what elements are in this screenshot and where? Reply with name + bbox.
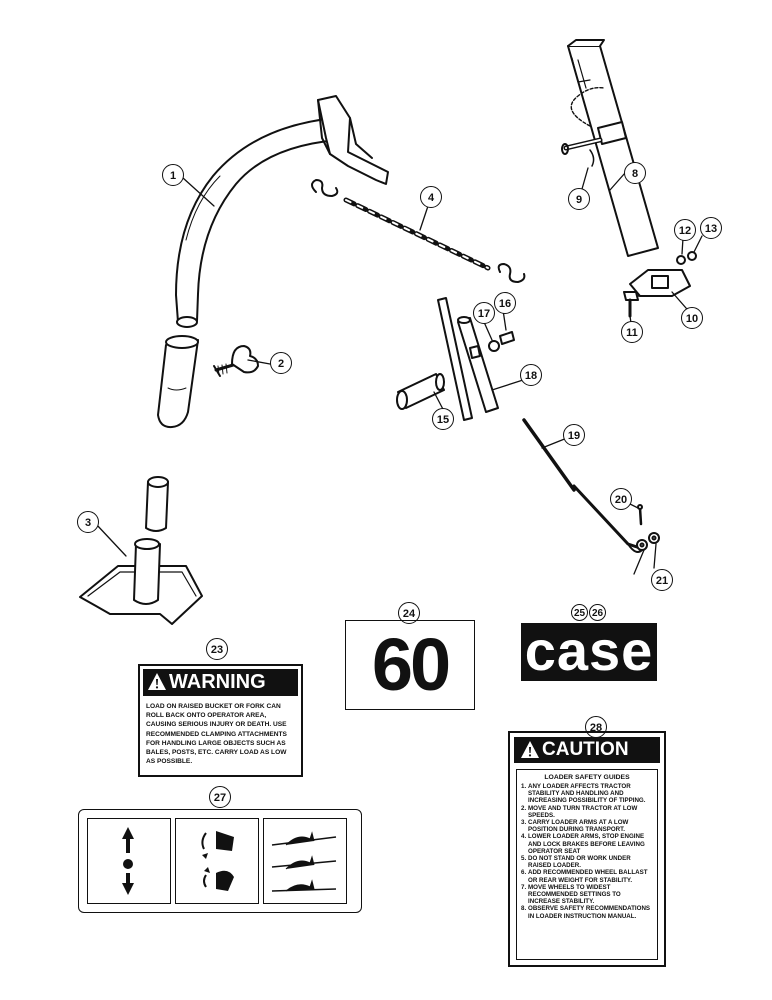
- caution-item: 7.MOVE WHEELS TO WIDEST RECOMMENDED SETT…: [521, 884, 653, 906]
- callout-10: 10: [681, 307, 703, 329]
- wing-bolt: [213, 345, 259, 377]
- cotter-pin: [637, 504, 643, 526]
- callout-21: 21: [651, 569, 673, 591]
- case-logo-decal: case: [521, 619, 657, 682]
- curved-support-tube: [175, 95, 389, 328]
- bracket-clamp: [627, 269, 691, 297]
- callout-20: 20: [610, 488, 632, 510]
- model-number-text: 60: [371, 623, 451, 706]
- callout-9: 9: [568, 188, 590, 210]
- callout-26: 26: [589, 604, 606, 621]
- caution-item: 8.OBSERVE SAFETY RECOMMENDATIONS IN LOAD…: [521, 905, 653, 919]
- upright-post: [567, 39, 659, 257]
- caution-item: 6.ADD RECOMMENDED WHEEL BALLAST OR REAR …: [521, 869, 653, 883]
- control-pictogram-decal: [78, 809, 362, 913]
- caution-list: 1.ANY LOADER AFFECTS TRACTOR STABILITY A…: [521, 783, 653, 920]
- nut-and-washer-mid: [488, 331, 515, 352]
- pictogram-raise-lower: [87, 818, 171, 904]
- callout-2: 2: [270, 352, 292, 374]
- up-down-arrows-icon: [122, 827, 134, 895]
- callout-13: 13: [700, 217, 722, 239]
- caution-item-number: 7.: [521, 883, 527, 891]
- warning-decal: WARNING LOAD ON RAISED BUCKET OR FORK CA…: [138, 664, 303, 777]
- caution-item-text: LOWER LOADER ARMS, STOP ENGINE AND LOCK …: [528, 833, 645, 855]
- caution-item-number: 5.: [521, 855, 527, 863]
- nut-and-washer-upper: [676, 251, 697, 265]
- caution-item: 5.DO NOT STAND OR WORK UNDER RAISED LOAD…: [521, 855, 653, 869]
- callout-24: 24: [398, 602, 420, 624]
- case-logo-text: case: [524, 619, 654, 682]
- caution-title: LOADER SAFETY GUIDES: [544, 774, 630, 781]
- callout-11: 11: [621, 321, 643, 343]
- caution-body: LOADER SAFETY GUIDES 1.ANY LOADER AFFECT…: [516, 769, 658, 960]
- hex-bolt: [623, 291, 639, 318]
- warning-header: WARNING: [143, 669, 298, 696]
- caution-item-text: ANY LOADER AFFECTS TRACTOR STABILITY AND…: [528, 783, 646, 805]
- callout-4: 4: [420, 186, 442, 208]
- caution-item-number: 3.: [521, 819, 527, 827]
- caution-item-number: 8.: [521, 905, 527, 913]
- adjusting-rod: [437, 297, 499, 421]
- callout-25: 25: [571, 604, 588, 621]
- caution-item-text: OBSERVE SAFETY RECOMMENDATIONS IN LOADER…: [528, 905, 651, 920]
- caution-item-number: 6.: [521, 869, 527, 877]
- caution-item: 2.MOVE AND TURN TRACTOR AT LOW SPEEDS.: [521, 805, 653, 819]
- caution-item-text: ADD RECOMMENDED WHEEL BALLAST OR REAR WE…: [528, 869, 648, 884]
- caution-item-text: DO NOT STAND OR WORK UNDER RAISED LOADER…: [528, 855, 631, 870]
- chain-with-s-hooks: [311, 179, 526, 283]
- pictogram-bucket-positions: [263, 818, 347, 904]
- warning-text: LOAD ON RAISED BUCKET OR FORK CAN ROLL B…: [146, 703, 287, 766]
- warning-header-text: WARNING: [169, 671, 266, 693]
- callout-23: 23: [206, 638, 228, 660]
- pictogram-bucket-tilt: [175, 818, 259, 904]
- caution-item-number: 4.: [521, 833, 527, 841]
- caution-item: 4.LOWER LOADER ARMS, STOP ENGINE AND LOC…: [521, 833, 653, 855]
- caution-decal: CAUTION LOADER SAFETY GUIDES 1.ANY LOADE…: [508, 731, 666, 967]
- callout-12: 12: [674, 219, 696, 241]
- callout-1: 1: [162, 164, 184, 186]
- callout-27: 27: [209, 786, 231, 808]
- caution-item-number: 1.: [521, 783, 527, 790]
- lower-support-tube: [157, 335, 199, 429]
- caution-item: 1.ANY LOADER AFFECTS TRACTOR STABILITY A…: [521, 783, 653, 805]
- caution-item: 3.CARRY LOADER ARMS AT A LOW POSITION DU…: [521, 819, 653, 833]
- caution-item-text: MOVE WHEELS TO WIDEST RECOMMENDED SETTIN…: [528, 883, 621, 906]
- pin-chain: [561, 86, 605, 167]
- caution-item-number: 2.: [521, 804, 527, 812]
- callout-16: 16: [494, 292, 516, 314]
- sleeve-pin: [396, 373, 445, 410]
- callout-3: 3: [77, 511, 99, 533]
- callout-18: 18: [520, 364, 542, 386]
- bucket-positions-icon: [271, 831, 337, 892]
- bucket-tilt-icon: [201, 831, 234, 891]
- warning-triangle-icon: [148, 673, 166, 690]
- caution-triangle-icon: [521, 741, 539, 758]
- callout-17: 17: [473, 302, 495, 324]
- caution-item-text: CARRY LOADER ARMS AT A LOW POSITION DURI…: [528, 819, 629, 834]
- stand-base: [79, 476, 203, 625]
- callout-8: 8: [624, 162, 646, 184]
- washers-lower: [636, 532, 660, 551]
- caution-header-text: CAUTION: [542, 739, 629, 760]
- caution-header: CAUTION: [514, 737, 660, 763]
- model-number-decal: 60: [345, 620, 475, 710]
- callout-15: 15: [432, 408, 454, 430]
- caution-item-text: MOVE AND TURN TRACTOR AT LOW SPEEDS.: [528, 804, 638, 819]
- callout-19: 19: [563, 424, 585, 446]
